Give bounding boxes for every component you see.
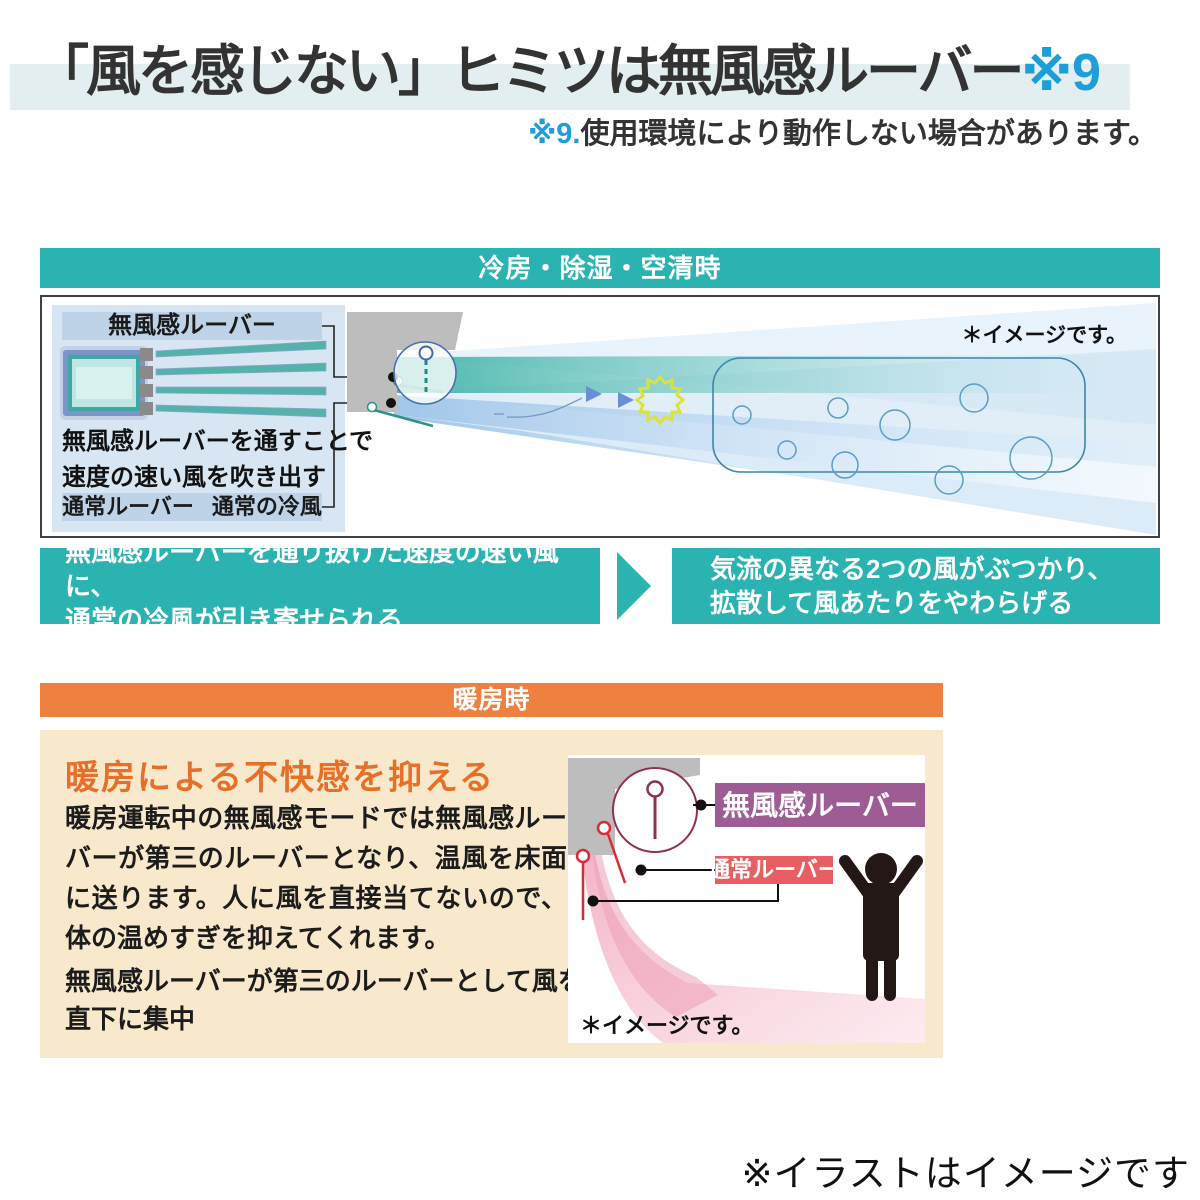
warm-air-stream-core [592, 835, 718, 1017]
normal-louver-line [606, 833, 627, 884]
louver-segment [140, 384, 153, 397]
louver-segment [140, 402, 153, 415]
heating-illustration: 無風感ルーバー 通常ルーバー ＊イメージです。 [568, 755, 925, 1043]
callout-arrow-icon [617, 552, 651, 620]
fast-air-stream [394, 355, 1156, 393]
heating-panel: 暖房による不快感を抑える 暖房運転中の無風感モードでは無風感ルーバーが第三のルー… [40, 730, 943, 1058]
title-reference-mark: ※9 [1021, 44, 1101, 102]
normal-louver-label-box [715, 856, 833, 884]
inset-label-normal-air: 通常の冷風 [212, 494, 322, 519]
heating-sub-text: 無風感ルーバーが第三のルーバーとして風を直下に集中 [65, 966, 584, 1034]
reference-note-mark: ※9. [528, 118, 581, 150]
heating-body-text: 暖房運転中の無風感モードでは無風感ルーバーが第三のルーバーとなり、温風を床面に送… [65, 803, 567, 953]
diffusion-zone [712, 357, 1086, 473]
louver-pivot [366, 401, 378, 413]
windless-louver-pin [646, 780, 664, 798]
page-title: 「風を感じない」ヒミツは無風感ルーバー※9 [34, 26, 1101, 106]
fast-wind-jet [155, 340, 327, 358]
page-title-text: 「風を感じない」ヒミツは無風感ルーバー [34, 40, 1024, 102]
fast-wind-jet [155, 362, 327, 376]
reference-note: ※9.使用環境により動作しない場合があります。 [528, 110, 1157, 152]
heating-illustration-svg: 無風感ルーバー 通常ルーバー ＊イメージです。 [568, 758, 925, 1043]
cooling-section-header: 冷房・除湿・空清時 [40, 248, 1160, 288]
footer-note: ※イラストはイメージです [741, 1153, 1190, 1194]
inset-caption-line2: 速度の速い風を吹き出す [62, 463, 326, 491]
fast-wind-jet [155, 404, 327, 418]
connector-dot [587, 895, 599, 907]
flow-curve [494, 397, 583, 418]
connector-line [593, 884, 779, 902]
cooling-callout-left-line2: 通常の冷風が引き寄せられる [65, 605, 404, 635]
normal-louver-pivot [596, 820, 612, 836]
inset-label-top: 無風感ルーバー [108, 311, 276, 339]
cooling-image-note: ＊イメージです。 [962, 324, 1127, 347]
inset-label-top-box [62, 312, 322, 340]
cooling-callout-right-line1: 気流の異なる2つの風がぶつかり、 [710, 554, 1114, 584]
inset-label-bottom: 通常ルーバー通常の冷風 [62, 494, 322, 519]
inset-caption-line1: 無風感ルーバーを通すことで [62, 427, 373, 455]
cooling-callout-left: 無風感ルーバーを通り抜けた速度の速い風に、 通常の冷風が引き寄せられる [40, 537, 600, 635]
louver-flap-line [369, 407, 434, 428]
diffusion-bubbles [732, 383, 1053, 495]
cooling-diagram-svg: 無風感ルーバー 無風感ルーバーを通すことで 速度の速い風を吹き出す 通常ルーバー… [52, 303, 1156, 535]
louver-segment [140, 348, 153, 361]
cooling-diagram: 無風感ルーバー 無風感ルーバーを通すことで 速度の速い風を吹き出す 通常ルーバー… [40, 295, 1160, 538]
flow-arrowhead [618, 392, 634, 408]
person-icon [839, 853, 923, 1001]
collision-starburst [634, 374, 686, 426]
normal-louver-label: 通常ルーバー [708, 857, 840, 882]
cooling-callout-left-line1: 無風感ルーバーを通り抜けた速度の速い風に、 [65, 537, 559, 601]
reference-note-text: 使用環境により動作しない場合があります。 [580, 118, 1157, 150]
connector-dot [386, 398, 396, 408]
fast-wind-jet [155, 386, 327, 396]
flow-arrowhead [586, 386, 602, 402]
connector-dot [635, 864, 647, 876]
normal-louver-pivot [575, 848, 591, 864]
louver-segment [140, 366, 153, 379]
heating-image-note: ＊イメージです。 [580, 1013, 753, 1038]
connector-dot [695, 799, 707, 811]
windless-louver-pin [418, 345, 434, 361]
inset-label-bottom-box [62, 493, 322, 521]
duct-interior-light [76, 367, 132, 399]
windless-louver-label-box [715, 783, 925, 827]
inset-label-normal-louver: 通常ルーバー [62, 494, 194, 519]
cooling-callout-right: 気流の異なる2つの風がぶつかり、 拡散して風あたりをやわらげる [672, 548, 1160, 624]
ac-unit-shape [347, 312, 463, 412]
cooling-callout-right-line2: 拡散して風あたりをやわらげる [710, 588, 1074, 618]
heating-section-header: 暖房時 [40, 683, 943, 717]
title-highlight-band [10, 64, 1130, 110]
windless-louver-label: 無風感ルーバー [722, 790, 918, 821]
heating-heading: 暖房による不快感を抑える [65, 759, 495, 797]
